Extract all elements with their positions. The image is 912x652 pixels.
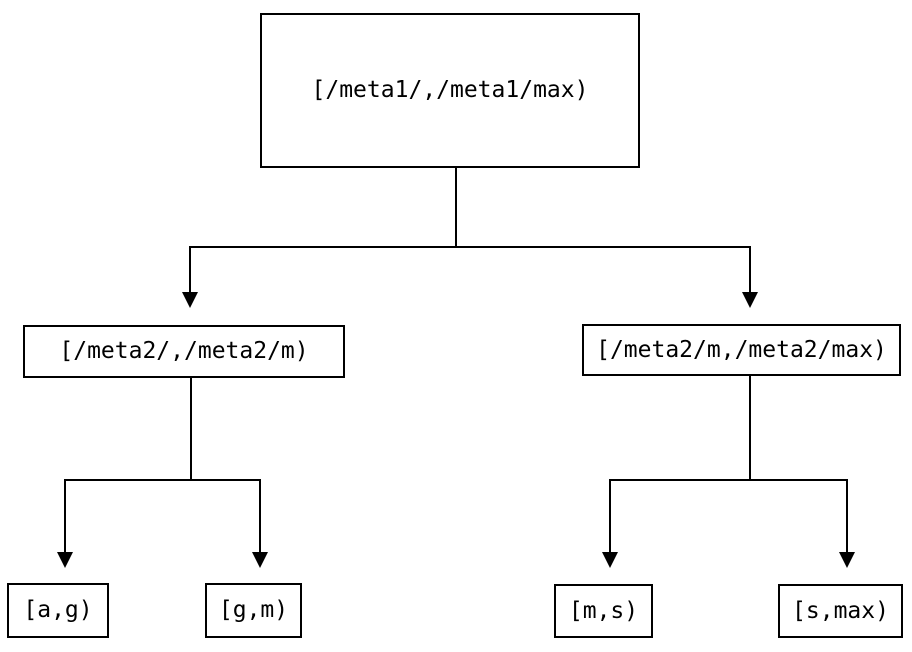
node-meta2-lower-range: [/meta2/,/meta2/m) — [23, 325, 345, 378]
arrowhead-down-icon — [602, 552, 618, 568]
node-label: [a,g) — [23, 597, 93, 623]
node-label: [s,max) — [792, 597, 889, 624]
arrowhead-down-icon — [839, 552, 855, 568]
connector-root-branch — [189, 168, 751, 292]
node-label: [/meta2/,/meta2/m) — [59, 338, 309, 364]
node-leaf-s-max: [s,max) — [778, 584, 903, 638]
node-leaf-g-m: [g,m) — [205, 583, 302, 638]
arrowhead-down-icon — [252, 552, 268, 568]
arrowhead-down-icon — [57, 552, 73, 568]
node-root-meta1-range: [/meta1/,/meta1/max) — [260, 13, 640, 168]
node-label: [m,s) — [568, 597, 639, 624]
node-label: [/meta2/m,/meta2/max) — [596, 336, 887, 363]
node-label: [/meta1/,/meta1/max) — [311, 77, 589, 103]
connector-right-branch — [609, 376, 848, 552]
node-leaf-m-s: [m,s) — [554, 584, 653, 638]
connector-left-branch — [64, 378, 261, 552]
arrowhead-down-icon — [182, 292, 198, 308]
node-leaf-a-g: [a,g) — [7, 583, 109, 638]
node-label: [g,m) — [218, 597, 289, 623]
node-meta2-upper-range: [/meta2/m,/meta2/max) — [582, 324, 901, 376]
arrowhead-down-icon — [742, 292, 758, 308]
